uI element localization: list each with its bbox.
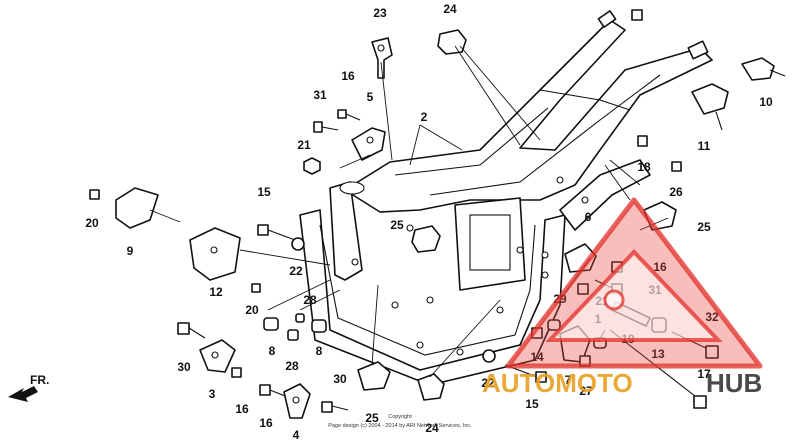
part-5-bracket[interactable]	[351, 127, 386, 161]
part-3-bracket[interactable]	[199, 339, 236, 373]
part-25-clamp-center[interactable]	[411, 225, 441, 253]
callout-31-top: 31	[313, 88, 327, 102]
part-30-bolt-low[interactable]	[321, 401, 349, 413]
callout-9: 9	[127, 244, 134, 258]
callout-3: 3	[209, 387, 216, 401]
callout-4: 4	[293, 428, 300, 442]
callout-25-right: 25	[697, 220, 711, 234]
callout-20-left: 20	[85, 216, 99, 230]
watermark-word-a: AUTOMOTO	[482, 368, 633, 398]
watermark-logo: AUTOMOTO HUB	[482, 197, 763, 398]
callout-23: 23	[373, 6, 387, 20]
copyright-notice: Copyright Page design (c) 2004 - 2014 by…	[328, 414, 472, 429]
part-24-grommet-top[interactable]	[437, 29, 467, 55]
callout-26: 26	[669, 185, 683, 199]
callout-7: 7	[565, 373, 572, 387]
callout-13: 13	[651, 347, 665, 361]
callout-25-low: 25	[365, 411, 379, 425]
callout-17: 17	[697, 367, 711, 381]
callout-11: 11	[698, 139, 711, 153]
part-4-bracket[interactable]	[283, 383, 311, 419]
part-31-bolt-top[interactable]	[313, 121, 339, 133]
part-30-bolt-left[interactable]	[177, 322, 206, 339]
callout-2: 2	[421, 110, 428, 124]
front-arrow-icon	[8, 386, 38, 402]
part-16-bolt-top[interactable]	[337, 109, 361, 121]
callout-24-top: 24	[443, 2, 457, 16]
callout-15-low: 15	[525, 397, 539, 411]
callout-24-low: 24	[425, 421, 439, 435]
part-26-bolt[interactable]	[671, 161, 682, 172]
part-6-bracket[interactable]	[564, 243, 597, 273]
callout-28-b: 28	[285, 359, 299, 373]
part-8-collar-b[interactable]	[311, 319, 327, 333]
part-12-plate[interactable]	[189, 227, 241, 281]
callout-16-low: 16	[259, 416, 273, 430]
part-22-washer-low[interactable]	[482, 349, 496, 363]
part-28-collar-a[interactable]	[295, 313, 305, 323]
part-9-cover[interactable]	[115, 187, 159, 229]
part-25-clamp-low[interactable]	[357, 361, 391, 391]
copyright-line2: Page design (c) 2004 - 2014 by ARI Netwo…	[328, 423, 472, 429]
part-18-bolt[interactable]	[637, 135, 648, 147]
callout-20-small: 20	[245, 303, 259, 317]
callout-25-center: 25	[390, 218, 404, 232]
front-label: FR.	[30, 373, 49, 387]
part-10-lock[interactable]	[741, 57, 786, 81]
part-29-rubber[interactable]	[547, 319, 561, 331]
part-11-lock[interactable]	[691, 83, 729, 131]
front-direction-indicator: FR.	[8, 373, 49, 402]
copyright-line1: Copyright	[388, 414, 412, 420]
callout-30-low: 30	[333, 372, 347, 386]
callout-8-b: 8	[316, 344, 323, 358]
callout-18: 18	[637, 160, 651, 174]
callout-16-top: 16	[341, 69, 355, 83]
callout-22-low: 22	[481, 376, 495, 390]
callout-14: 14	[530, 350, 544, 364]
callout-30-left: 30	[177, 360, 191, 374]
callout-5: 5	[367, 90, 374, 104]
part-21-nut-top[interactable]	[303, 157, 321, 175]
callout-32: 32	[705, 310, 719, 324]
callout-16-right: 16	[653, 260, 667, 274]
part-28-collar-b[interactable]	[287, 329, 299, 341]
callout-12: 12	[209, 285, 223, 299]
callout-8-a: 8	[269, 344, 276, 358]
part-15-bolt-left[interactable]	[257, 224, 296, 241]
callout-numbers: 23 24 16 31 5 2 21 20 9 15 22 12 25 20 2…	[85, 2, 773, 442]
callout-28-a: 28	[303, 293, 317, 307]
callout-15-left: 15	[257, 185, 271, 199]
part-20-bolt-small[interactable]	[251, 283, 261, 293]
part-16-bolt-mid[interactable]	[231, 367, 242, 378]
callout-6: 6	[585, 210, 592, 224]
callout-27: 27	[579, 384, 593, 398]
part-22-washer-left[interactable]	[291, 237, 305, 251]
callout-10: 10	[759, 95, 773, 109]
part-8-collar-a[interactable]	[263, 317, 279, 331]
watermark-word-b: HUB	[706, 368, 762, 398]
frame-body[interactable]	[299, 9, 713, 386]
callout-22-left: 22	[289, 264, 303, 278]
part-21-nut-right[interactable]	[577, 283, 589, 295]
callout-21-top: 21	[297, 138, 311, 152]
part-20-bolt-left[interactable]	[89, 189, 100, 200]
part-23-fitting[interactable]	[371, 37, 393, 79]
callout-16-mid: 16	[235, 402, 249, 416]
